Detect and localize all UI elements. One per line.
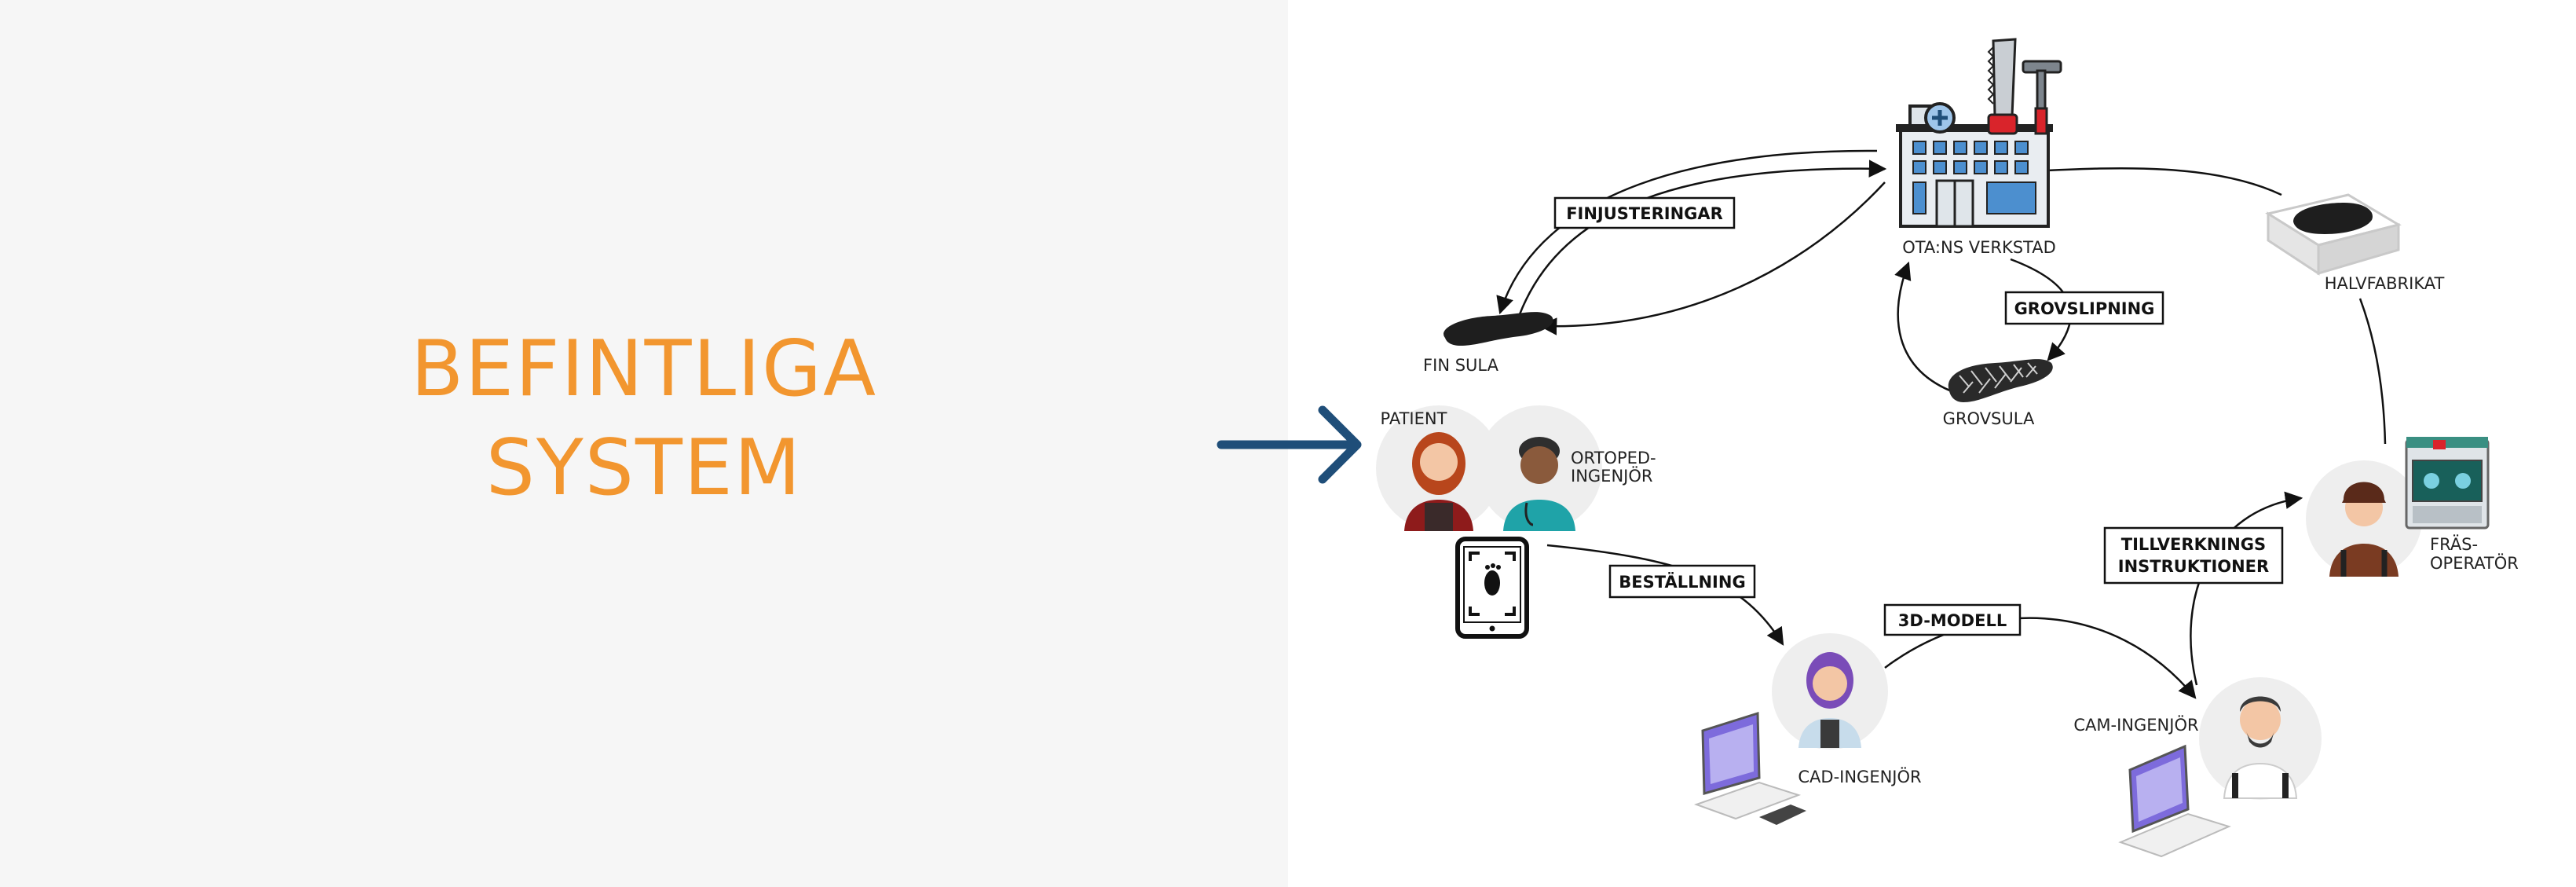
person-icon [2223,696,2298,799]
manufacturing-label-line1: TILLVERKNINGS [2121,535,2266,554]
person-icon [1503,437,1575,531]
order-tag: BESTÄLLNING [1608,564,1756,599]
laptop-icon [2118,744,2231,858]
arrow-right-icon [1217,405,1362,484]
flow-workshop-to-finesole-lower [1539,181,1886,335]
workshop-label: OTA:NS VERKSTAD [1902,238,2056,257]
flow-miller-to-semifinished [2358,298,2387,445]
person-icon [2329,482,2399,577]
cam-engineer-label: CAM-INGENJÖR [2073,715,2198,735]
shoe-sole-icon [1444,312,1553,346]
flow-roughsole-to-workshop [1894,261,1956,394]
person-icon [1404,432,1473,531]
rough-grinding-label: GROVSLIPNING [2014,299,2155,318]
shoe-sole-icon [2265,193,2402,276]
flow-cam-to-miller [2190,491,2303,686]
milling-machine-icon [2405,437,2490,530]
page-title-line1: BEFINTLIGA [410,324,878,414]
mill-operator-label-line1: FRÄS- [2430,534,2478,554]
fine-sole-label: FIN SULA [1423,356,1499,375]
patient-label: PATIENT [1381,409,1447,428]
flow-semifinished-to-workshop [2030,161,2282,196]
manufacturing-instructions-tag: TILLVERKNINGS INSTRUKTIONER [2103,526,2284,585]
order-label: BESTÄLLNING [1619,572,1745,592]
tablet-foot-scan-icon [1455,537,1529,639]
flow-workshop-to-finesole-outer [1496,149,1878,315]
factory-icon [1896,102,2053,228]
orthoped-label-line1: ORTOPED- [1571,449,1656,467]
fine-tuning-label: FINJUSTERINGAR [1566,204,1723,223]
person-icon [1798,652,1861,748]
fine-tuning-tag: FINJUSTERINGAR [1553,196,1736,229]
flow-finesole-to-workshop [1518,159,1887,315]
saw-icon [1987,38,2018,135]
model-3d-tag: 3D-MODELL [1883,603,2022,636]
laptop-icon [1694,711,1806,825]
hammer-icon [2022,60,2062,135]
rough-grinding-tag: GROVSLIPNING [2004,291,2164,325]
left-panel [0,0,1288,887]
shoe-sole-icon [1948,359,2053,402]
flow-cad-to-cam [1884,617,2197,699]
model-3d-label: 3D-MODELL [1898,611,2007,630]
semi-finished-label: HALVFABRIKAT [2325,274,2445,293]
cad-engineer-label: CAD-INGENJÖR [1798,767,1921,786]
mill-operator-label-line2: OPERATÖR [2430,553,2519,573]
orthoped-label-line2: INGENJÖR [1571,466,1652,486]
rough-sole-label: GROVSULA [1943,409,2035,428]
manufacturing-label-line2: INSTRUKTIONER [2118,557,2269,576]
page-title-line2: SYSTEM [485,423,803,513]
